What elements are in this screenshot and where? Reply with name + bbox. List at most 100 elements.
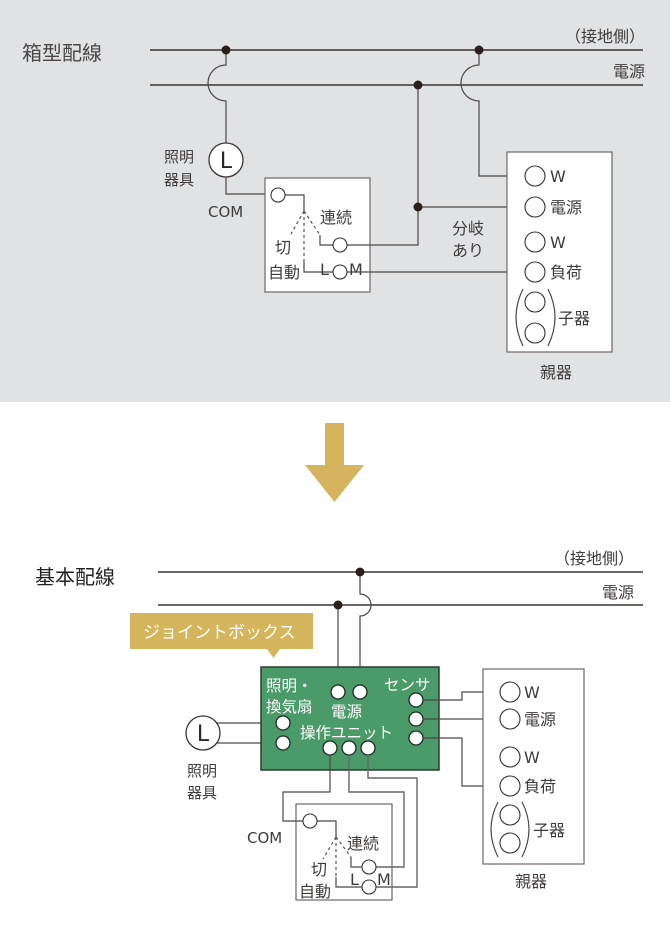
- top-switch-off-label: 切: [275, 238, 291, 257]
- jbox-power-terminal-2: [352, 684, 368, 700]
- top-switch-m-lead: [303, 262, 333, 273]
- bottom-switch-com-lead: [317, 820, 337, 837]
- top-ground-label: （接地側）: [565, 27, 645, 46]
- bottom-slave-terminal-1: [499, 804, 521, 826]
- top-junction-dot-ground: [474, 45, 484, 55]
- jbox-control-terminal-1: [322, 740, 338, 756]
- bottom-master-terminal-load: [499, 775, 521, 797]
- top-master-label-w2: W: [550, 233, 566, 252]
- bottom-fixture-label-1: 照明: [187, 762, 217, 780]
- top-light-fixture-icon: [208, 142, 244, 178]
- top-master-terminal-w2: [524, 231, 546, 253]
- top-slave-right-paren: [547, 288, 556, 347]
- jbox-sensor-terminal-1: [408, 692, 424, 708]
- callout-pointer: [267, 649, 280, 658]
- top-slave-terminal-1: [524, 291, 546, 313]
- top-branch-note-1: 分岐: [452, 219, 484, 238]
- bottom-switch-continuous-label: 連続: [347, 834, 379, 853]
- bottom-sensor-to-w-wire: [423, 691, 500, 701]
- top-switch-com-lead: [285, 194, 305, 211]
- bottom-switch-l-lead: [350, 857, 362, 868]
- top-fixture-label-1: 照明: [164, 148, 194, 166]
- bottom-control-to-m-wire: [367, 755, 418, 888]
- bottom-slave-terminal-2: [499, 832, 521, 854]
- callout-background: [130, 613, 313, 649]
- top-power-label: 電源: [613, 62, 645, 81]
- top-switch-l-lead: [319, 235, 333, 246]
- bottom-sensor-to-load-wire: [423, 737, 500, 787]
- bottom-slave-right-paren: [521, 801, 530, 858]
- bottom-com-label: COM: [247, 829, 282, 847]
- top-master-terminal-power: [524, 196, 546, 218]
- top-junction-dot-power: [413, 80, 423, 90]
- top-switch-l-label: L: [320, 260, 329, 279]
- jbox-sensor-label: センサ: [384, 676, 431, 694]
- top-master-label-w1: W: [550, 167, 566, 186]
- top-switch-auto-label: 自動: [268, 263, 300, 282]
- top-junction-dot-branch: [413, 202, 423, 212]
- top-switch-m-label: M: [349, 260, 363, 279]
- top-slave-label: 子器: [558, 309, 590, 328]
- bottom-switch-off-label: 切: [311, 860, 327, 879]
- jbox-control-terminal-3: [360, 740, 376, 756]
- bottom-junction-dot-power: [333, 600, 343, 610]
- top-fixture-label-2: 器具: [164, 171, 194, 189]
- arrow-head: [305, 465, 364, 502]
- bottom-master-label-load: 負荷: [524, 777, 556, 796]
- top-fixture-wire: [207, 50, 271, 195]
- bottom-title: 基本配線: [35, 565, 115, 589]
- top-slave-left-paren: [515, 288, 524, 347]
- top-fixture-symbol: L: [220, 149, 233, 174]
- top-master-unit-box: [506, 151, 613, 353]
- down-arrow-icon: [305, 423, 364, 502]
- bottom-slave-left-paren: [490, 801, 499, 858]
- top-junction-dot-fixture: [221, 45, 231, 55]
- bottom-ground-to-jbox-wire: [359, 572, 372, 685]
- top-switch-m-terminal: [332, 264, 348, 280]
- top-master-label-power: 電源: [550, 198, 582, 217]
- top-switch-dash-off: [290, 210, 305, 235]
- top-switch-l-to-power-wire: [347, 85, 419, 246]
- jbox-lighting-terminal-2: [275, 735, 291, 751]
- jbox-control-unit-label: 操作ユニット: [300, 724, 393, 742]
- bottom-ground-label: （接地側）: [554, 549, 634, 568]
- jbox-power-label: 電源: [331, 703, 362, 721]
- bottom-control-to-com-wire: [282, 755, 331, 822]
- bottom-switch-m-terminal: [361, 879, 377, 895]
- bottom-switch-l-terminal: [361, 859, 377, 875]
- arrow-shaft: [325, 423, 344, 466]
- bottom-master-label-w1: W: [524, 683, 540, 702]
- bottom-master-terminal-w2: [499, 746, 521, 768]
- callout-label: ジョイントボックス: [143, 623, 296, 643]
- top-master-terminal-load: [524, 261, 546, 283]
- bottom-switch-dash-continuous: [335, 836, 352, 858]
- bottom-master-label-w2: W: [524, 748, 540, 767]
- bottom-power-label: 電源: [602, 583, 634, 602]
- bottom-control-to-l-wire: [348, 755, 405, 868]
- bottom-switch-auto-label: 自動: [299, 882, 331, 901]
- bottom-master-label-power: 電源: [524, 710, 556, 729]
- bottom-fixture-symbol: L: [197, 722, 210, 747]
- jbox-control-terminal-2: [341, 740, 357, 756]
- bottom-master-unit-box: [482, 668, 585, 865]
- top-com-label: COM: [208, 203, 243, 221]
- top-master-terminal-w1: [524, 165, 546, 187]
- bottom-fixture-label-2: 器具: [187, 784, 217, 802]
- top-master-unit-title: 親器: [540, 363, 572, 382]
- jbox-sensor-terminal-3: [408, 730, 424, 746]
- top-master-label-load: 負荷: [550, 263, 582, 282]
- bottom-slave-label: 子器: [533, 821, 565, 840]
- bottom-master-unit-title: 親器: [515, 872, 547, 891]
- jbox-lighting-terminal-1: [275, 715, 291, 731]
- top-switch-continuous-label: 連続: [320, 208, 352, 227]
- bottom-switch-com-terminal: [302, 813, 318, 829]
- bottom-switch-l-label: L: [350, 870, 359, 889]
- top-branch-note-2: あり: [452, 241, 484, 260]
- top-title: 箱型配線: [22, 41, 102, 65]
- bottom-switch-m-label: M: [377, 870, 391, 889]
- bottom-switch-m-lead: [335, 877, 362, 888]
- top-switch-com-terminal: [270, 187, 286, 203]
- jbox-lighting-fan-label-2: 換気扇: [266, 698, 313, 716]
- top-switch-dash-continuous: [303, 210, 321, 236]
